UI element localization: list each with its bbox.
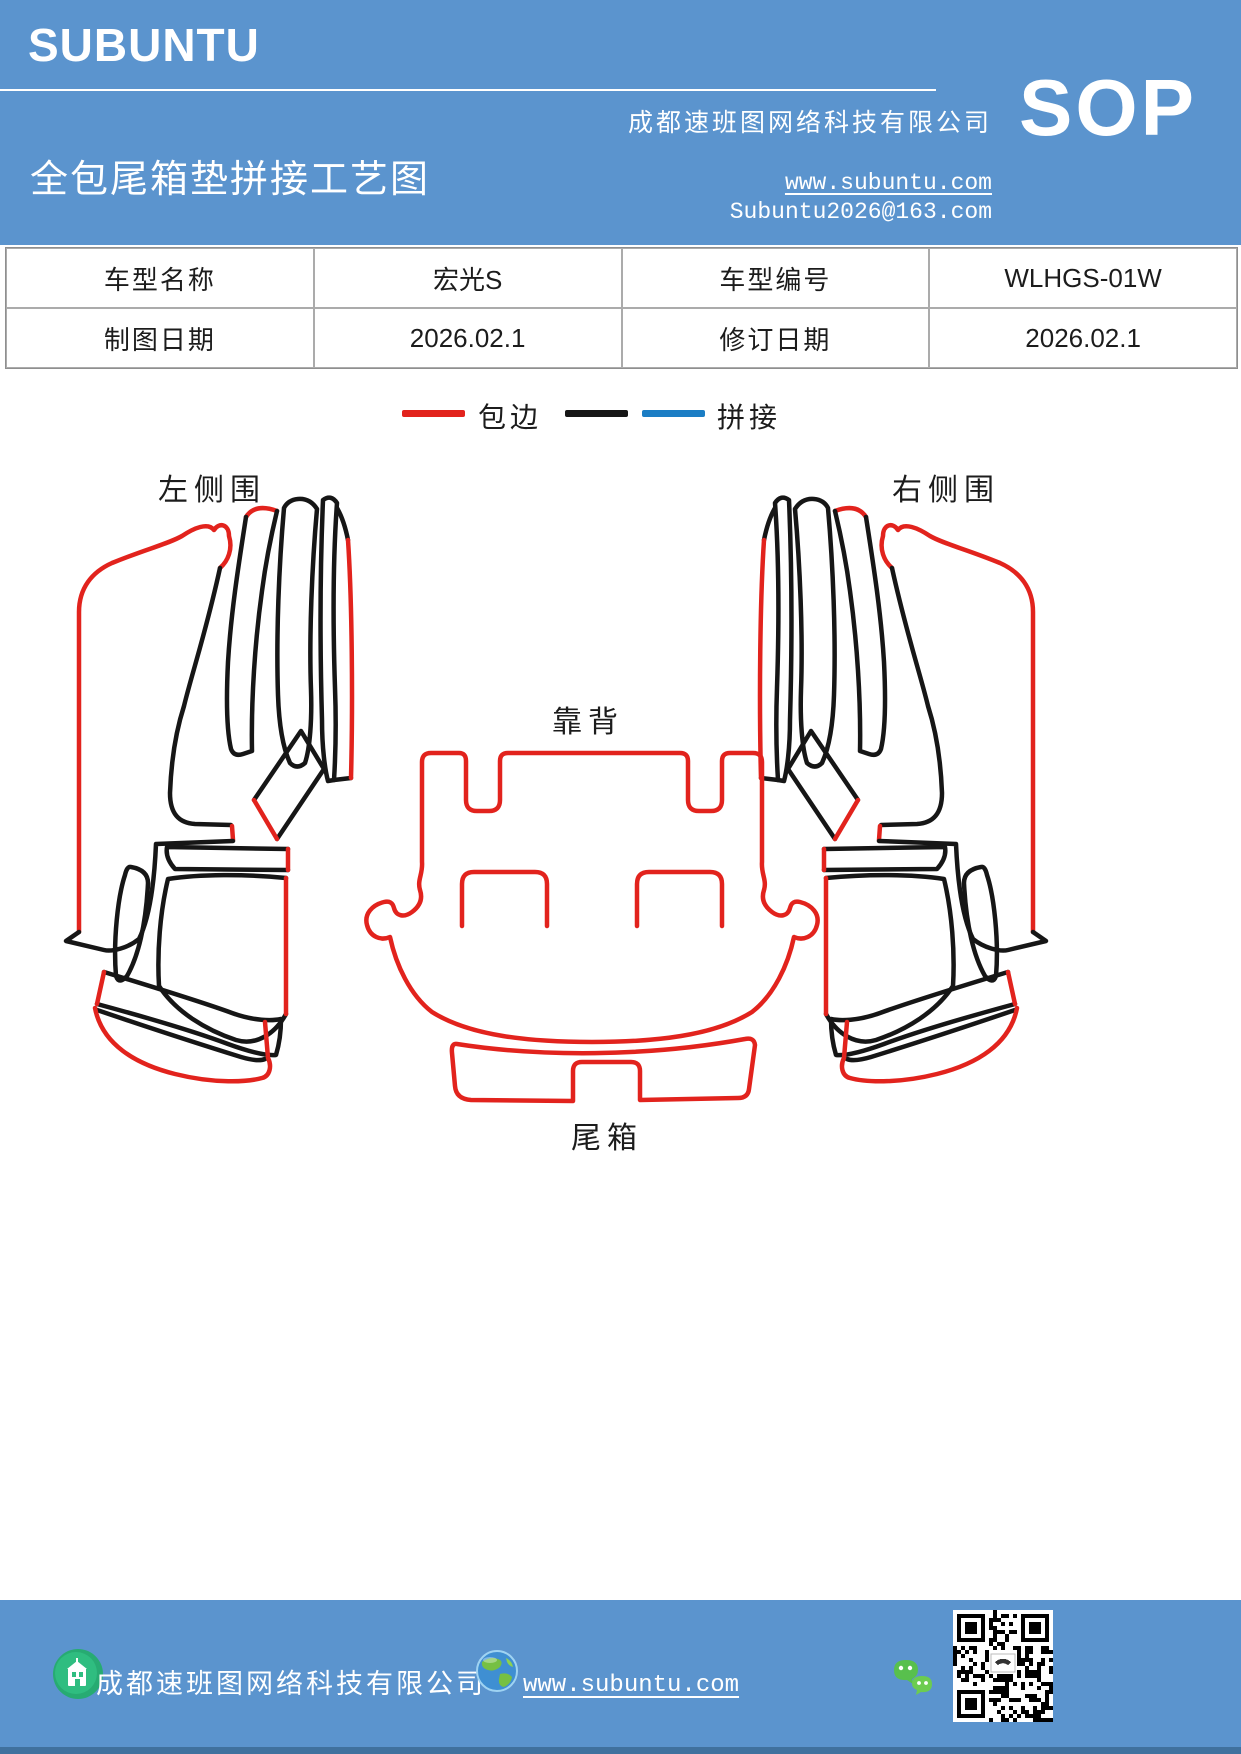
table-cell-revise-date-label: 修订日期 xyxy=(621,308,930,368)
footer-company-name: 成都速班图网络科技有限公司 xyxy=(96,1669,486,1699)
table-cell-model-code-label: 车型编号 xyxy=(621,248,930,308)
legend-splice-label: 拼接 xyxy=(717,403,782,434)
side-panel-pieces-mirrored xyxy=(760,498,1046,1082)
footer-website-link[interactable]: www.subuntu.com xyxy=(523,1672,740,1699)
table-cell-model-code-value: WLHGS-01W xyxy=(929,248,1237,308)
label-trunk: 尾箱 xyxy=(571,1122,643,1155)
header-company-name: 成都速班图网络科技有限公司 xyxy=(627,110,992,137)
backrest-slot-right xyxy=(634,869,725,929)
qr-code xyxy=(953,1610,1053,1722)
table-cell-draw-date-label: 制图日期 xyxy=(6,308,314,368)
table-cell-model-name-label: 车型名称 xyxy=(6,248,314,308)
side-panel-pieces xyxy=(63,495,355,1084)
table-cell-draw-date-value: 2026.02.1 xyxy=(313,308,622,368)
page-title: 全包尾箱垫拼接工艺图 xyxy=(30,159,431,201)
building-icon xyxy=(53,1649,103,1699)
header-email: Subuntu2026@163.com xyxy=(729,199,992,225)
header-band xyxy=(0,0,1241,245)
label-right-side: 右侧围 xyxy=(892,474,1000,507)
legend: 包边 拼接 xyxy=(0,396,1241,436)
legend-wrap-label: 包边 xyxy=(478,403,543,434)
table-cell-revise-date-value: 2026.02.1 xyxy=(929,308,1237,368)
vehicle-info-table: 车型名称 宏光S 车型编号 WLHGS-01W 制图日期 2026.02.1 修… xyxy=(5,247,1238,369)
header-website-link[interactable]: www.subuntu.com xyxy=(784,170,992,196)
pattern-diagram: 左侧围 右侧围 靠背 尾箱 xyxy=(0,430,1241,1190)
label-left-side: 左侧围 xyxy=(158,474,266,507)
brand-logo: SUBUNTU xyxy=(28,19,260,71)
pattern-diagram-svg: 左侧围 右侧围 靠背 尾箱 xyxy=(63,474,1241,1155)
table-cell-model-name-value: 宏光S xyxy=(313,248,622,308)
backrest-outline xyxy=(364,750,820,1045)
backrest-slot-left xyxy=(459,869,550,929)
trunk-strip-outline xyxy=(449,1036,758,1104)
label-backrest: 靠背 xyxy=(552,706,624,739)
header-divider xyxy=(0,89,936,91)
globe-icon xyxy=(476,1650,518,1692)
sop-badge: SOP xyxy=(1019,63,1197,152)
footer-bottom-strip xyxy=(0,1747,1241,1754)
legend-splice-black-line xyxy=(565,410,628,417)
legend-splice-blue-line xyxy=(642,410,705,417)
legend-wrap-line xyxy=(402,410,465,417)
wechat-icon xyxy=(894,1660,932,1695)
